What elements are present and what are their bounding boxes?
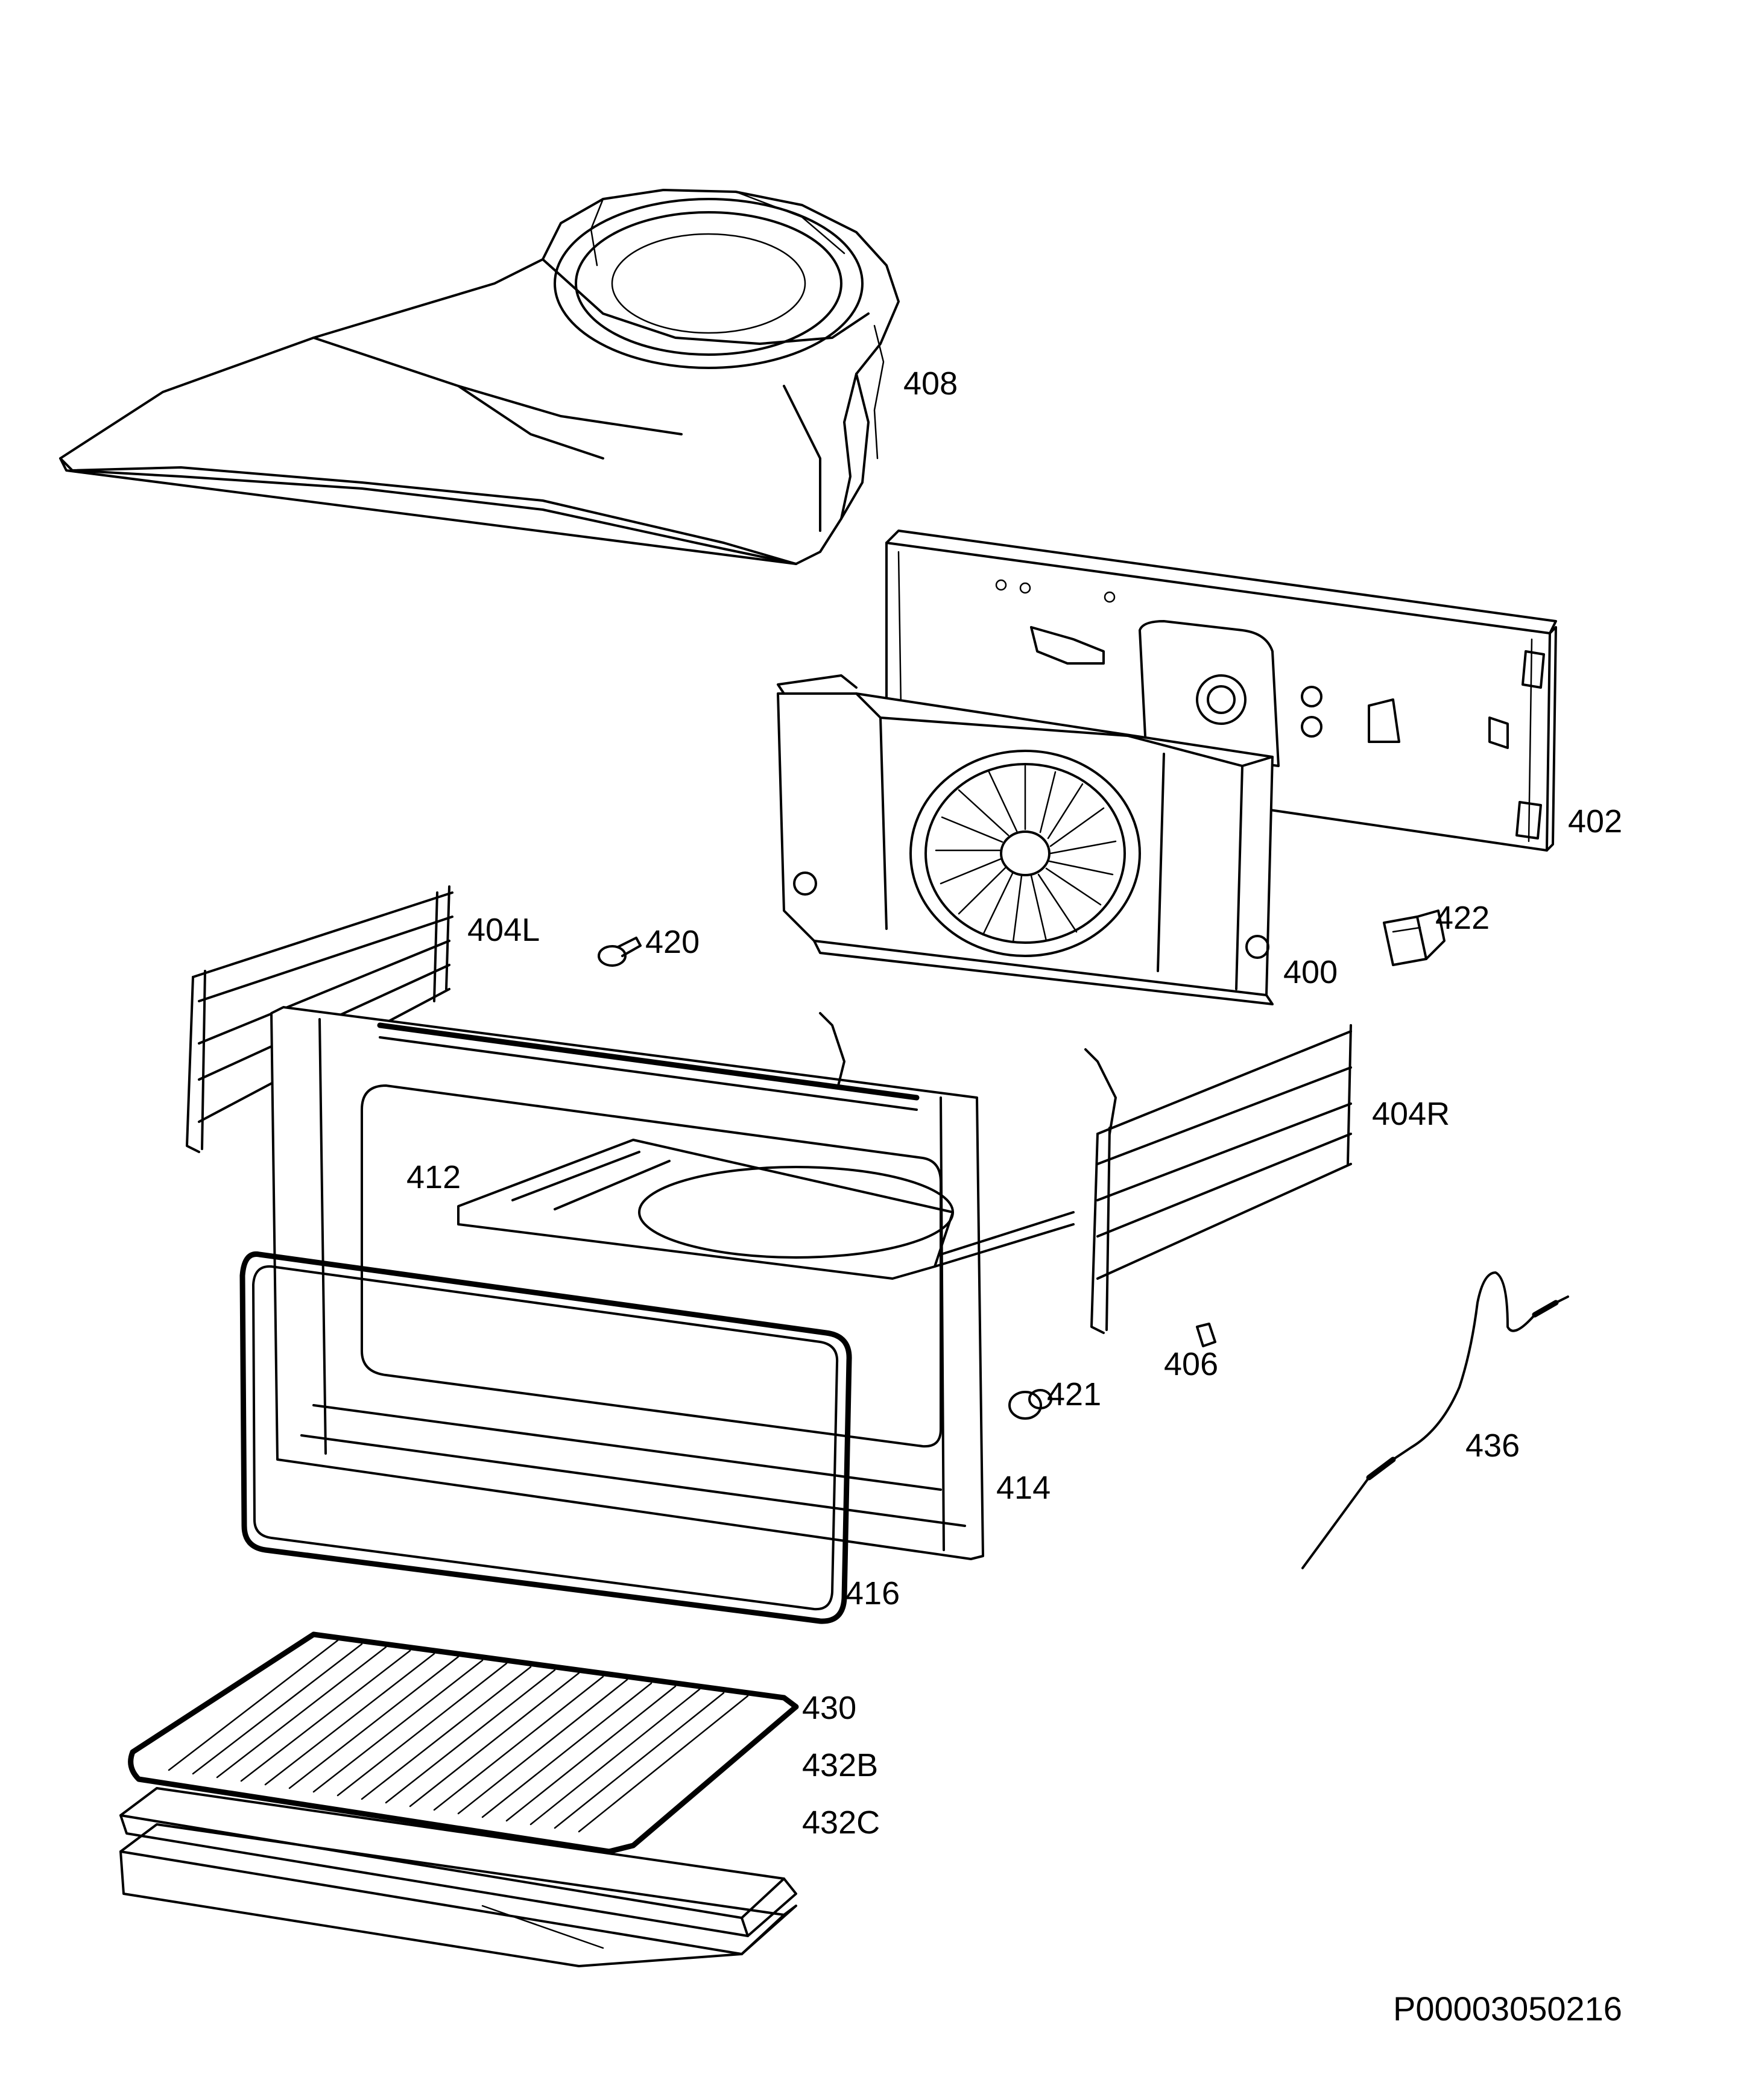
part-404R-right-runner xyxy=(1090,1024,1352,1334)
part-label-422: 422 xyxy=(1435,900,1490,936)
part-412-grill-element xyxy=(457,1139,1075,1280)
document-code: P00003050216 xyxy=(1393,1990,1622,2028)
part-label-406: 406 xyxy=(1164,1346,1218,1382)
part-label-416: 416 xyxy=(845,1575,900,1611)
part-406-clip xyxy=(1196,1323,1216,1347)
part-label-412: 412 xyxy=(406,1159,461,1195)
part-400-fan-cover xyxy=(777,674,1274,1005)
part-label-404L: 404L xyxy=(467,912,540,948)
part-408-duct-cover xyxy=(59,189,900,565)
part-label-404R: 404R xyxy=(1372,1096,1450,1132)
part-label-430: 430 xyxy=(802,1690,856,1726)
part-label-414: 414 xyxy=(996,1470,1051,1506)
part-404L-left-runner xyxy=(186,885,453,1153)
part-label-402: 402 xyxy=(1568,803,1622,840)
part-label-432C: 432C xyxy=(802,1804,880,1841)
part-421-lamp-cover xyxy=(1008,1389,1052,1420)
part-label-420: 420 xyxy=(645,924,700,960)
part-422-lamp-holder xyxy=(1383,909,1446,966)
part-label-436: 436 xyxy=(1465,1428,1520,1464)
part-432B-baking-tray xyxy=(119,1787,797,1937)
part-label-432B: 432B xyxy=(802,1747,878,1783)
part-416-door-seal xyxy=(239,1251,852,1624)
part-label-408: 408 xyxy=(903,365,958,402)
part-420-screw xyxy=(598,937,642,967)
part-label-421: 421 xyxy=(1047,1376,1101,1412)
part-436-meat-probe xyxy=(1301,1271,1569,1569)
part-430-wire-shelf xyxy=(128,1631,799,1855)
part-label-400: 400 xyxy=(1283,954,1338,990)
part-432C-deep-tray xyxy=(119,1823,797,1967)
